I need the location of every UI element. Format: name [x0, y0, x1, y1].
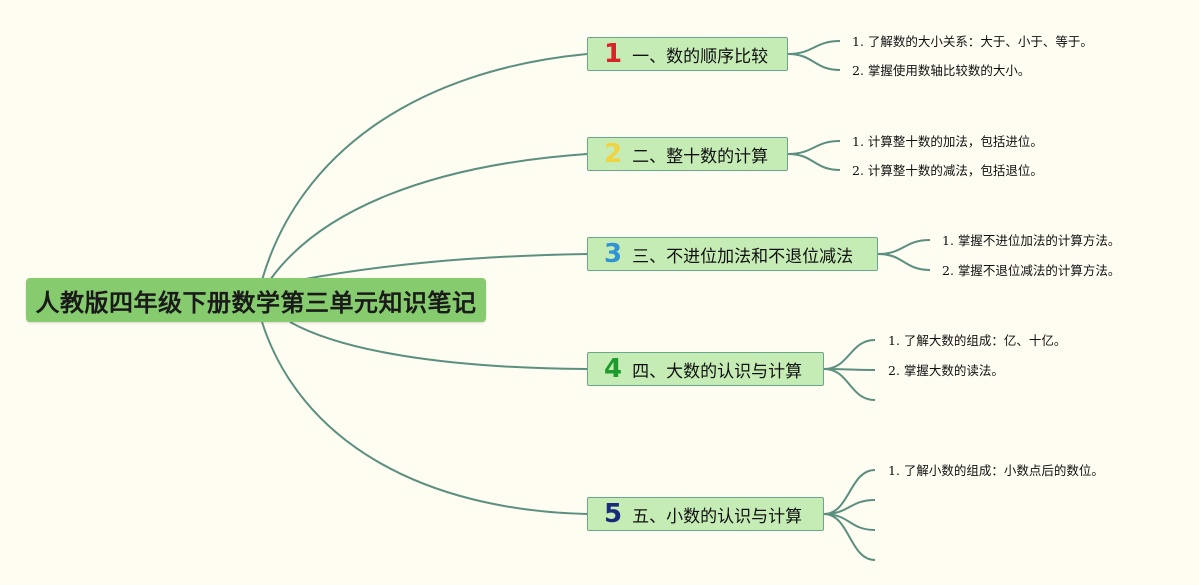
leaf-3-1[interactable]: 1. 掌握不进位加法的计算方法。 — [942, 233, 1121, 248]
branch-2[interactable]: 2 二、整十数的计算 — [587, 137, 788, 171]
connector-branch-4-leaf-1 — [823, 339, 876, 370]
branch-3[interactable]: 3 三、不进位加法和不退位减法 — [587, 237, 878, 271]
branch-3-label: 三、不进位加法和不退位减法 — [632, 246, 854, 267]
connector-branch-3-leaf-2 — [877, 253, 931, 271]
leaf-1-2[interactable]: 2. 掌握使用数轴比较数的大小。 — [852, 63, 1031, 78]
branch-1[interactable]: 1 一、数的顺序比较 — [587, 37, 788, 71]
connector-branch-3-leaf-1 — [877, 239, 931, 255]
leaf-3-2[interactable]: 2. 掌握不退位减法的计算方法。 — [942, 263, 1121, 278]
connector-root-branch-1 — [261, 53, 588, 281]
branch-1-label: 一、数的顺序比较 — [632, 46, 769, 67]
number-5-icon: 5 — [604, 499, 623, 529]
number-2-icon: 2 — [604, 139, 623, 169]
connector-branch-2-leaf-1 — [787, 140, 841, 155]
leaf-1-1[interactable]: 1. 了解数的大小关系：大于、小于、等于。 — [852, 34, 1093, 49]
number-3-icon: 3 — [604, 239, 623, 269]
leaf-4-1[interactable]: 1. 了解大数的组成：亿、十亿。 — [888, 333, 1067, 348]
connector-root-branch-5 — [261, 321, 588, 515]
leaf-4-2[interactable]: 2. 掌握大数的读法。 — [888, 363, 1004, 378]
connector-branch-2-leaf-2 — [787, 153, 841, 171]
connector-branch-4-leaf-3 — [823, 368, 876, 401]
connector-branch-1-leaf-1 — [787, 40, 841, 55]
leaf-2-2[interactable]: 2. 计算整十数的减法，包括退位。 — [852, 163, 1043, 178]
branch-4-label: 四、大数的认识与计算 — [632, 361, 803, 382]
number-1-icon: 1 — [604, 39, 623, 69]
leaf-5-1[interactable]: 1. 了解小数的组成：小数点后的数位。 — [888, 463, 1104, 478]
branch-5-label: 五、小数的认识与计算 — [632, 506, 803, 527]
connector-root-branch-2 — [269, 153, 588, 281]
branch-5[interactable]: 5 五、小数的认识与计算 — [587, 497, 824, 531]
number-4-icon: 4 — [604, 354, 623, 384]
branch-4[interactable]: 4 四、大数的认识与计算 — [587, 352, 824, 386]
root-topic[interactable]: 人教版四年级下册数学第三单元知识笔记 — [26, 278, 486, 322]
branch-2-label: 二、整十数的计算 — [632, 146, 769, 167]
leaf-2-1[interactable]: 1. 计算整十数的加法，包括进位。 — [852, 134, 1043, 149]
connector-root-branch-3 — [299, 253, 588, 281]
connector-branch-5-leaf-4 — [823, 513, 876, 561]
connector-root-branch-4 — [289, 321, 588, 370]
connector-branch-1-leaf-2 — [787, 53, 841, 71]
root-title: 人教版四年级下册数学第三单元知识笔记 — [35, 288, 477, 317]
